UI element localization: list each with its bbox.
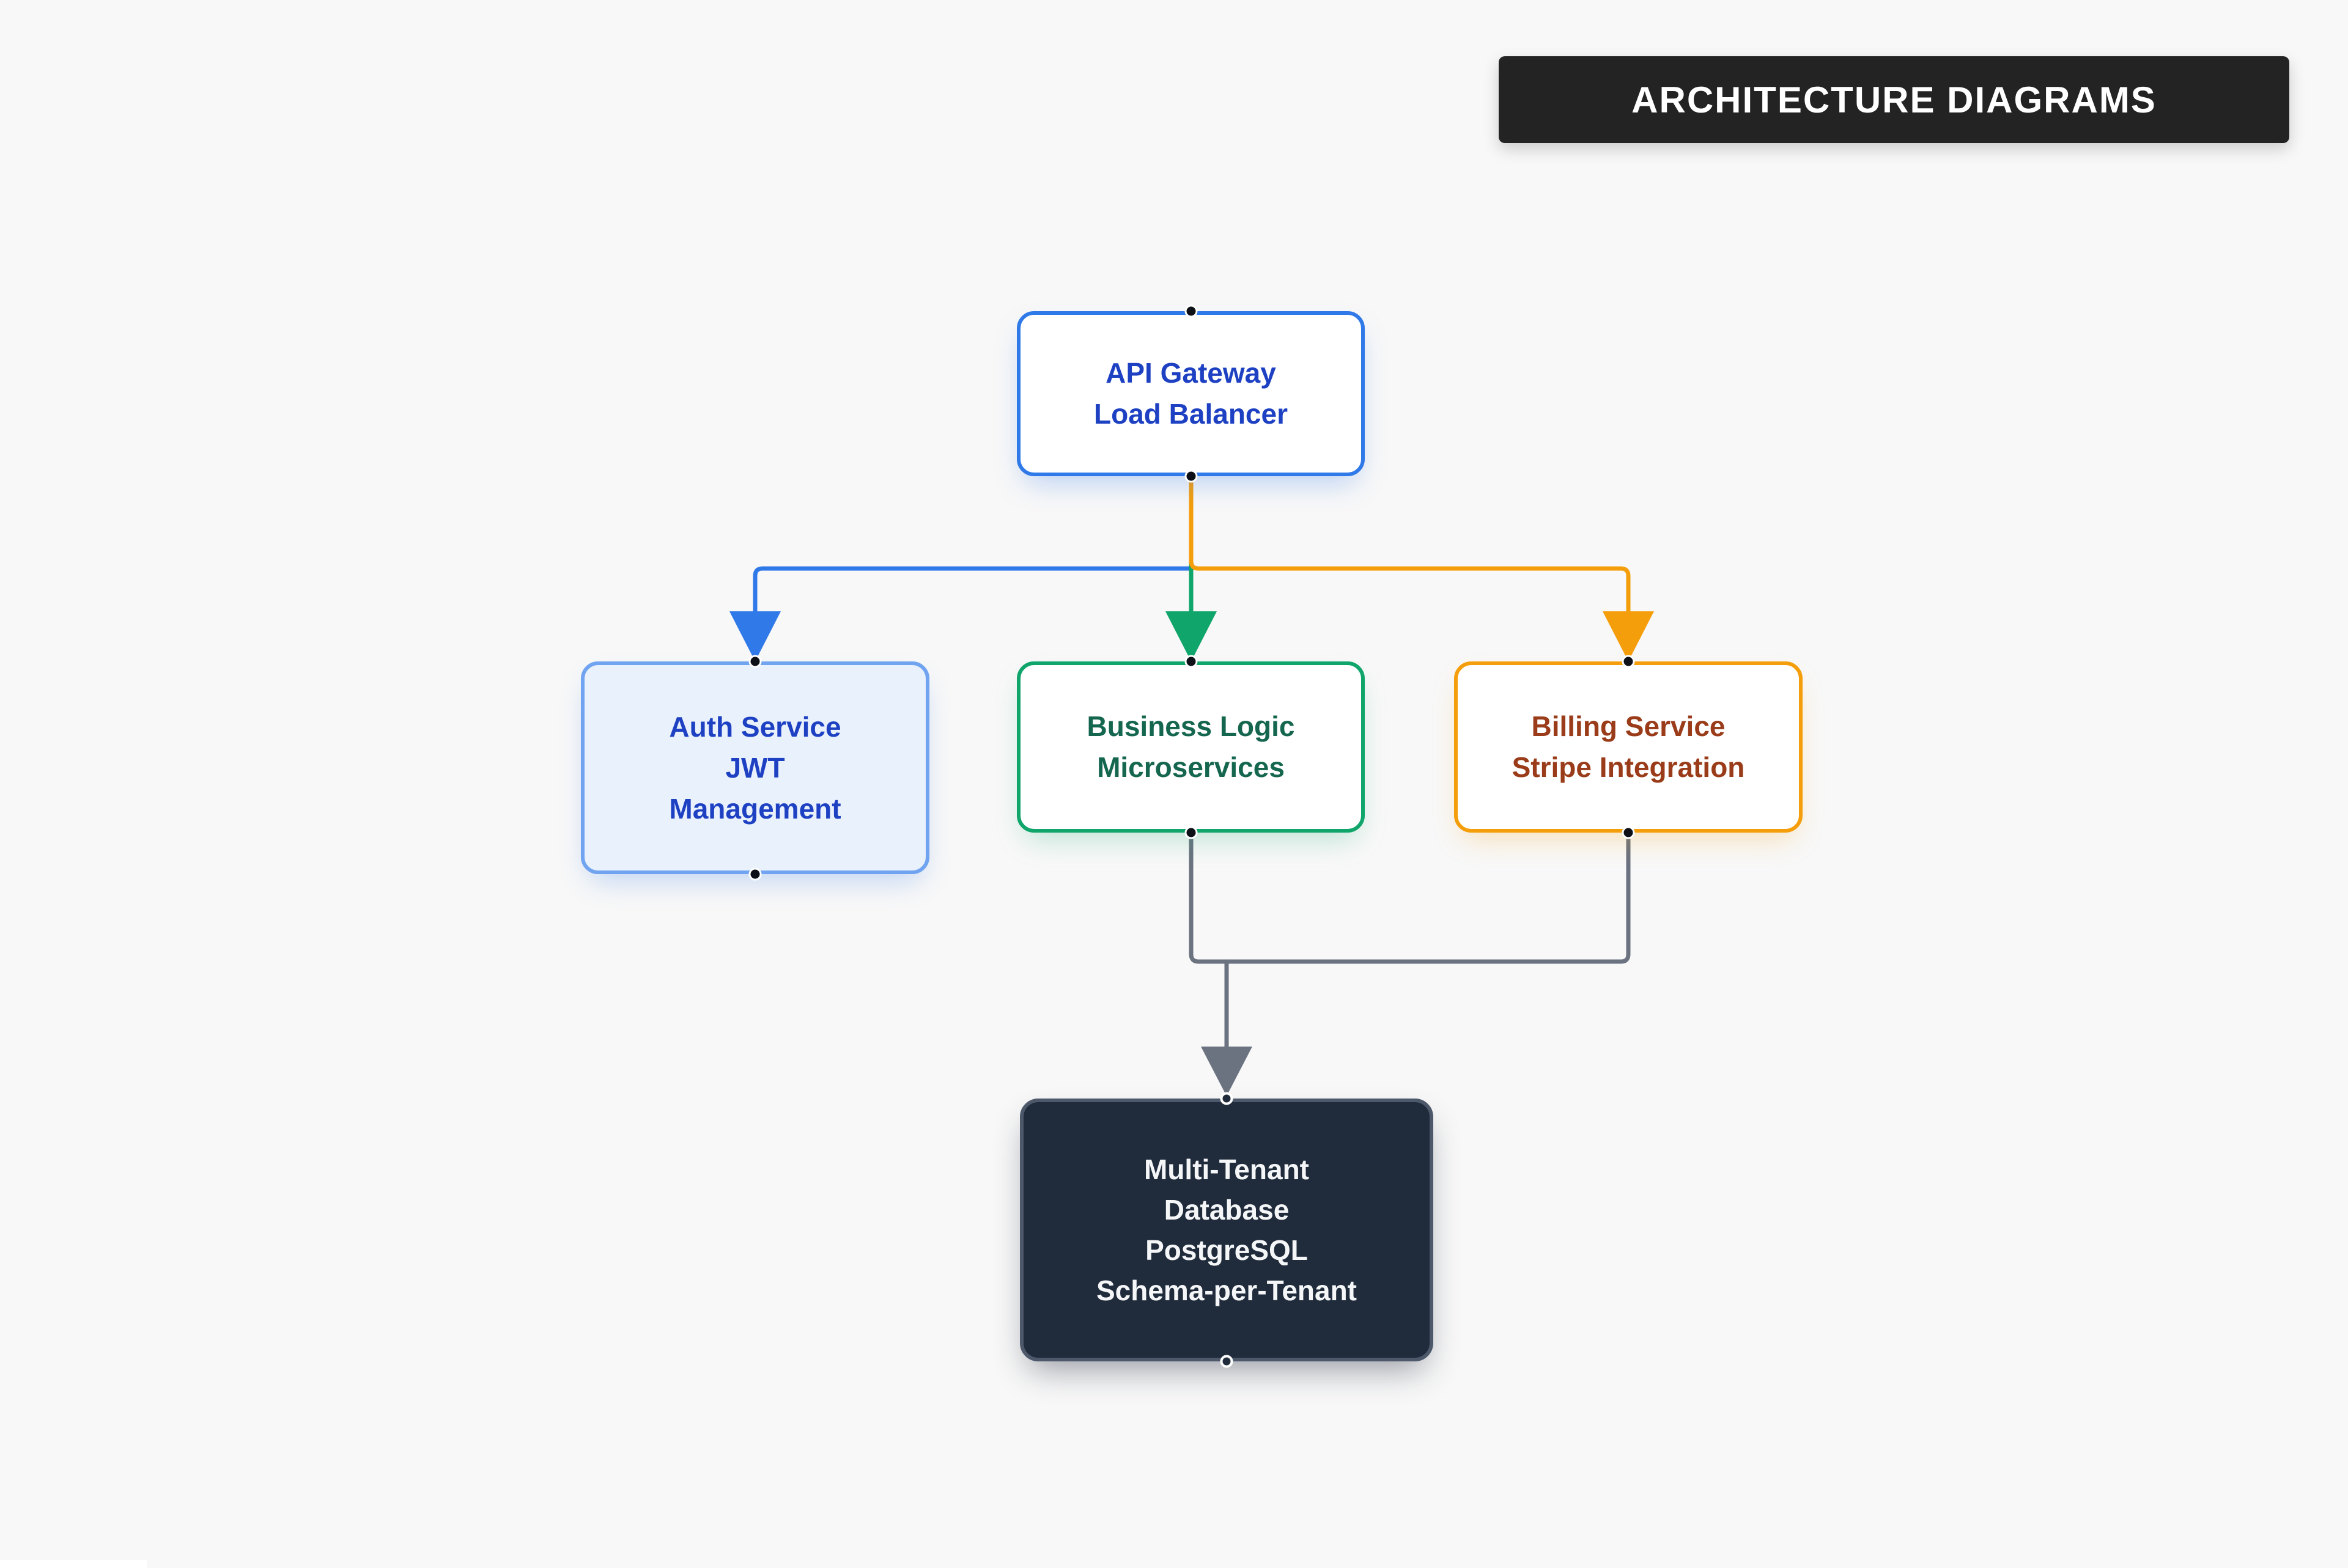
banner-title: ARCHITECTURE DIAGRAMS xyxy=(1631,79,2157,120)
arrowhead-orange xyxy=(1603,611,1654,661)
handle-billing-top[interactable] xyxy=(1622,655,1635,668)
node-label-line: Business Logic xyxy=(1087,710,1295,742)
handle-business-bottom[interactable] xyxy=(1184,826,1198,839)
arrowhead-gray xyxy=(1201,1047,1252,1096)
handle-database-bottom[interactable] xyxy=(1220,1355,1233,1368)
handle-billing-bottom[interactable] xyxy=(1622,826,1635,839)
node-label-line: Load Balancer xyxy=(1094,398,1288,430)
node-label-line: Multi-Tenant xyxy=(1144,1154,1309,1185)
edge-business-database[interactable] xyxy=(1189,830,1229,964)
node-business-logic[interactable]: Business Logic Microservices xyxy=(1017,661,1365,833)
handle-gateway-bottom[interactable] xyxy=(1184,469,1198,483)
node-label-line: Auth Service xyxy=(669,710,841,743)
node-label-line: Schema-per-Tenant xyxy=(1096,1275,1357,1306)
node-label-line: Database xyxy=(1164,1194,1290,1226)
node-auth-service[interactable]: Auth Service JWT Management xyxy=(581,661,929,874)
title-banner: ARCHITECTURE DIAGRAMS xyxy=(1499,56,2289,143)
node-billing-service[interactable]: Billing Service Stripe Integration xyxy=(1454,661,1803,833)
handle-database-top[interactable] xyxy=(1220,1092,1233,1105)
node-label-line: JWT xyxy=(725,751,785,784)
node-label-line: Billing Service xyxy=(1531,710,1726,742)
node-label-line: Stripe Integration xyxy=(1512,751,1745,783)
edge-gateway-auth[interactable] xyxy=(753,566,1194,615)
arrowhead-blue xyxy=(729,611,781,661)
handle-auth-bottom[interactable] xyxy=(748,867,762,881)
edge-gateway-billing[interactable] xyxy=(1189,480,1631,615)
node-label-line: Microservices xyxy=(1097,751,1285,783)
handle-auth-top[interactable] xyxy=(748,655,762,668)
bottom-left-strip xyxy=(0,1560,147,1568)
edge-billing-database[interactable] xyxy=(1196,830,1631,964)
node-api-gateway[interactable]: API Gateway Load Balancer xyxy=(1017,311,1365,476)
handle-gateway-top[interactable] xyxy=(1184,304,1198,318)
node-label-line: Management xyxy=(669,792,841,825)
node-database[interactable]: Multi-Tenant Database PostgreSQL Schema-… xyxy=(1020,1099,1433,1361)
handle-business-top[interactable] xyxy=(1184,655,1198,668)
arrowhead-green xyxy=(1165,611,1217,661)
node-label-line: API Gateway xyxy=(1106,357,1276,389)
node-label-line: PostgreSQL xyxy=(1145,1234,1308,1266)
